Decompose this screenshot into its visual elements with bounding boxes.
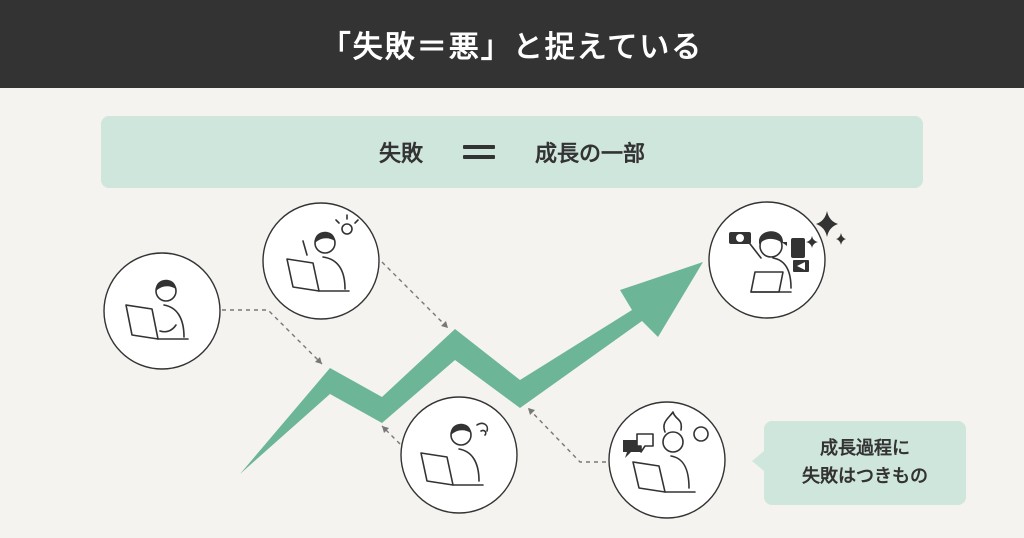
callout-line-2: 失敗はつきもの <box>802 466 928 487</box>
circle-worried <box>400 396 518 514</box>
connector-arrowheads <box>315 321 535 433</box>
connector-idea <box>381 261 449 329</box>
circle-idea <box>262 202 380 320</box>
connector-working <box>222 309 323 365</box>
person-stressed-icon <box>623 411 709 493</box>
growth-arrow <box>240 262 703 474</box>
person-worried-icon <box>420 422 489 486</box>
sparkle-icon <box>806 211 846 248</box>
person-working-icon <box>125 279 189 340</box>
connector-stressed <box>527 407 606 463</box>
dashed-connectors <box>222 261 606 463</box>
circle-success <box>708 201 826 319</box>
page-title: 「失敗＝悪」と捉えている <box>320 30 704 65</box>
equals-sign-icon <box>463 144 495 160</box>
equation-banner: 失敗 成長の一部 <box>101 116 923 188</box>
circle-working <box>103 252 221 370</box>
person-success-icon <box>729 231 809 293</box>
banner-left-text: 失敗 <box>378 142 423 167</box>
callout-line-1: 成長過程に <box>820 438 910 459</box>
page-title-bar: 「失敗＝悪」と捉えている <box>0 0 1024 88</box>
person-idea-icon <box>286 214 359 292</box>
callout-box: 成長過程に 失敗はつきもの <box>752 421 966 505</box>
banner-right-text: 成長の一部 <box>535 142 646 167</box>
